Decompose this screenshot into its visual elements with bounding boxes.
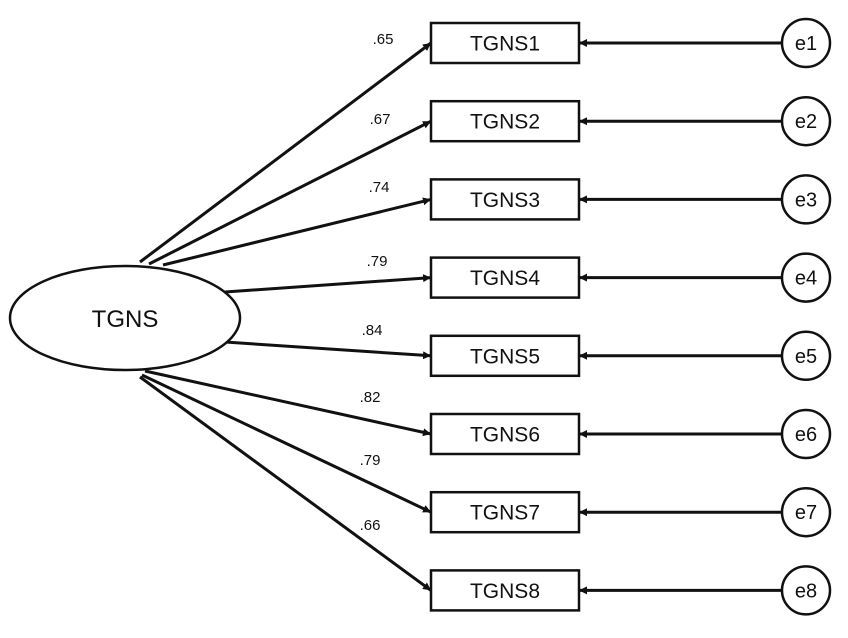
error-circle-2: [780, 95, 832, 147]
loading-path-4: [224, 274, 432, 294]
loading-label-8: .66: [360, 517, 381, 534]
indicator-label-6: TGNS6: [470, 424, 540, 447]
indicator-label-7: TGNS7: [470, 502, 540, 525]
loading-label-3: .74: [369, 179, 390, 196]
latent-ellipse: [8, 264, 242, 372]
indicator-label-5: TGNS5: [470, 345, 540, 368]
loading-label-7: .79: [360, 452, 381, 469]
loading-path-8: [139, 375, 432, 592]
indicator-label-1: TGNS1: [470, 33, 540, 56]
loading-path-6: [144, 369, 432, 437]
indicator-label-2: TGNS2: [470, 111, 540, 134]
loading-label-5: .84: [362, 322, 383, 339]
error-circle-7: [780, 486, 832, 538]
indicator-box-3: [429, 178, 581, 221]
indicator-box-5: [429, 334, 581, 378]
error-circle-1: [780, 17, 832, 69]
loading-path-2: [148, 119, 432, 266]
error-label-6: e6: [795, 424, 817, 446]
indicator-box-4: [429, 256, 581, 299]
error-label-3: e3: [795, 189, 817, 211]
indicator-box-1: [429, 21, 581, 65]
loading-label-1: .65: [373, 31, 394, 48]
error-label-5: e5: [795, 346, 817, 368]
loading-path-1: [139, 41, 432, 264]
loading-path-7: [141, 373, 432, 514]
error-circle-4: [780, 252, 832, 303]
error-circle-6: [780, 408, 832, 460]
indicator-label-4: TGNS4: [470, 267, 540, 290]
error-circle-8: [780, 565, 832, 616]
indicator-box-8: [429, 569, 581, 612]
error-label-1: e1: [795, 33, 817, 55]
error-label-4: e4: [795, 268, 817, 290]
indicator-box-2: [429, 99, 581, 143]
indicator-box-6: [429, 412, 581, 456]
error-label-2: e2: [795, 111, 817, 133]
indicator-label-3: TGNS3: [470, 189, 540, 212]
indicator-box-7: [429, 490, 581, 534]
error-label-8: e8: [795, 580, 817, 602]
loading-path-3: [162, 197, 432, 267]
loading-label-4: .79: [367, 253, 388, 270]
latent-node: TGNS: [8, 264, 242, 372]
loading-label-2: .67: [370, 111, 391, 128]
indicator-label-8: TGNS8: [470, 580, 540, 603]
error-label-7: e7: [795, 502, 817, 524]
paths-layer: [139, 39, 782, 595]
latent-label: TGNS: [92, 306, 159, 333]
error-circle-3: [780, 174, 832, 225]
error-circle-5: [780, 330, 832, 382]
loading-path-5: [224, 340, 432, 360]
loading-label-6: .82: [360, 389, 381, 406]
